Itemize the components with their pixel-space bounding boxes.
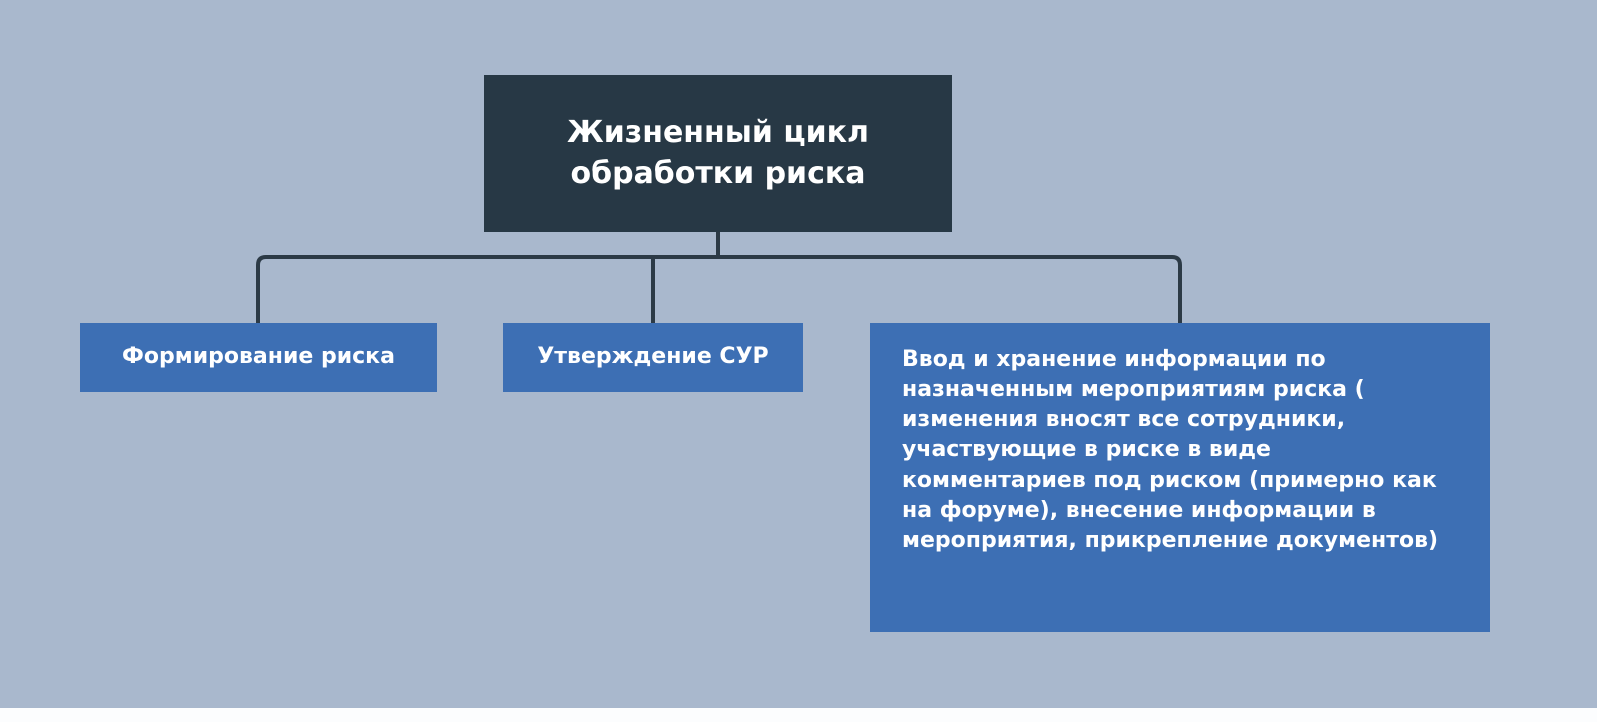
child-node-risk-formation: Формирование риска <box>80 323 437 392</box>
bottom-white-strip <box>0 708 1597 722</box>
root-node-risk-lifecycle: Жизненный цикл обработки риска <box>484 75 952 232</box>
child-node-info-storage: Ввод и хранение информации по назначенны… <box>870 323 1490 632</box>
child-node-label: Ввод и хранение информации по назначенны… <box>902 347 1439 553</box>
child-node-label: Утверждение СУР <box>537 344 769 370</box>
child-node-sur-approval: Утверждение СУР <box>503 323 803 392</box>
root-node-label: Жизненный цикл обработки риска <box>567 115 869 191</box>
child-node-label: Формирование риска <box>122 344 395 370</box>
